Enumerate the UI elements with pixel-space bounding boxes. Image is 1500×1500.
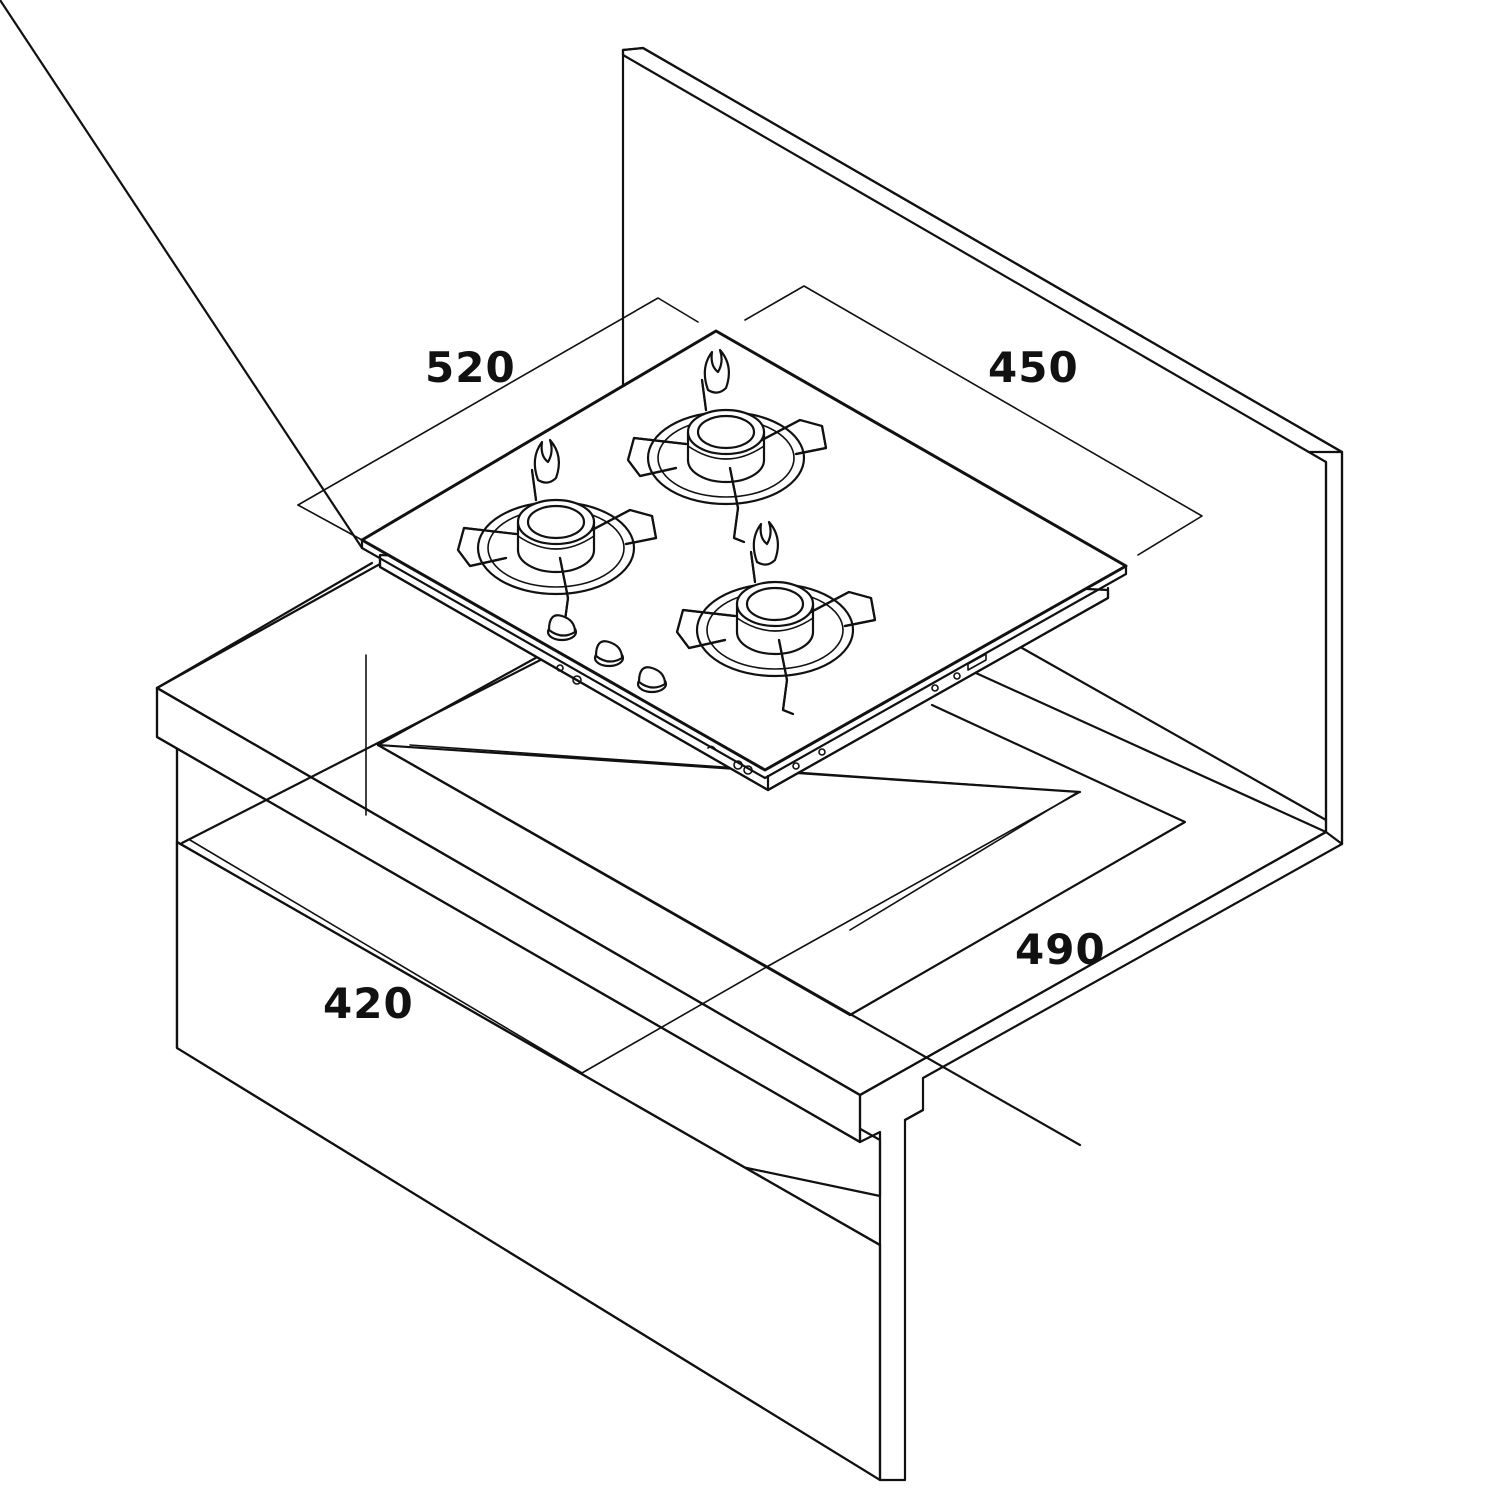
knob-1[interactable] [546,614,578,642]
control-knobs [546,614,668,694]
hob-clip [707,745,717,751]
knob-2[interactable] [593,640,625,668]
hob-screw [743,765,753,775]
right-burner [675,520,877,716]
countertop [155,473,1328,1144]
dimension-label-hob-width: 520 [425,343,516,392]
hob-clip [967,653,987,671]
dimension-label-hob-depth: 450 [988,343,1079,392]
flame-icon [533,438,561,484]
hob-screw [931,684,939,692]
hob-screw [953,672,961,680]
dimension-lines [189,285,1203,1074]
burners [456,348,877,716]
cutout-outline [180,648,1187,1147]
hob-screw [572,675,582,685]
hob-screw [733,760,743,770]
back-wall [621,46,1344,846]
hob-screw [818,748,826,756]
rear-burner [626,348,828,544]
hob [0,0,1128,792]
flame-icon [752,520,780,566]
flame-icon [703,348,731,394]
hob-screw [792,762,800,770]
dimension-label-cutout-width: 490 [1015,925,1106,974]
left-burner [456,438,658,634]
hob-screw [556,664,564,672]
knob-3[interactable] [636,666,668,694]
dimension-label-cutout-depth: 420 [323,979,414,1028]
